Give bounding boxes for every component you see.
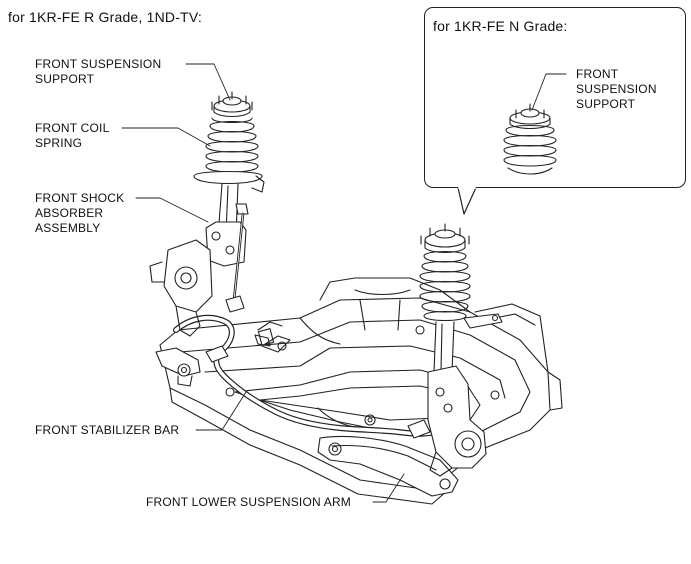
front-coil-spring-line2: SPRING — [35, 136, 83, 150]
n-grade-support-illustration — [503, 103, 557, 175]
leader-lines — [121, 63, 567, 503]
callout-support-label-line2: SUSPENSION — [576, 82, 657, 96]
front-lower-suspension-arm — [155, 347, 459, 497]
callout-pointer — [457, 186, 477, 215]
front-coil-spring-label: FRONT COIL SPRING — [35, 121, 109, 151]
front-suspension-crossmember — [159, 277, 563, 505]
callout-support-label: FRONT SUSPENSION SUPPORT — [576, 67, 657, 112]
front-stabilizer-bar-label: FRONT STABILIZER BAR — [35, 423, 180, 437]
callout-support-label-line3: SUPPORT — [576, 97, 636, 111]
right-strut-assembly — [419, 223, 503, 477]
front-coil-spring-line1: FRONT COIL — [35, 121, 110, 135]
front-suspension-support-label: FRONT SUSPENSION SUPPORT — [35, 57, 161, 87]
front-shock-absorber-label: FRONT SHOCK ABSORBER ASSEMBLY — [35, 191, 124, 236]
front-shock-absorber-line2: ABSORBER — [35, 206, 104, 220]
front-stabilizer-bar — [173, 314, 449, 439]
n-grade-callout-box — [424, 7, 686, 188]
main-grade-heading: for 1KR-FE R Grade, 1ND-TV: — [8, 9, 202, 25]
front-shock-absorber-line1: FRONT SHOCK — [35, 191, 125, 205]
front-lower-suspension-arm-label: FRONT LOWER SUSPENSION ARM — [146, 495, 352, 509]
front-shock-absorber-line3: ASSEMBLY — [35, 221, 101, 235]
left-strut-assembly — [149, 91, 265, 337]
front-suspension-support-line2: SUPPORT — [35, 72, 95, 86]
front-suspension-support-line1: FRONT SUSPENSION — [35, 57, 162, 71]
callout-heading: for 1KR-FE N Grade: — [433, 18, 568, 34]
callout-support-label-line1: FRONT — [576, 67, 619, 81]
